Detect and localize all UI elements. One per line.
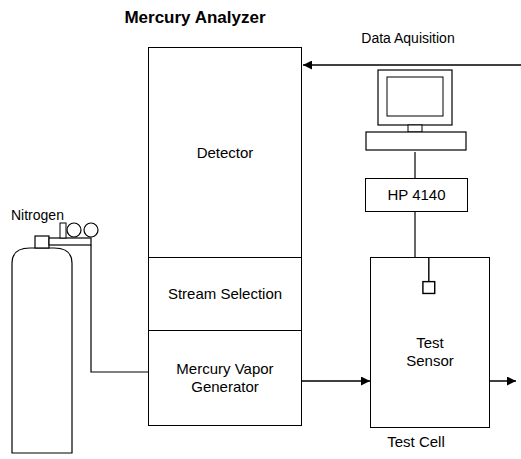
diagram-title: Mercury Analyzer <box>100 8 290 28</box>
detector-box: Detector <box>148 47 302 258</box>
gas-cylinder: Nitrogen <box>8 205 104 457</box>
sensor-lead <box>428 258 429 282</box>
node-label: Test Sensor <box>399 334 461 370</box>
test-cell-box: Test SensorTest Cell <box>370 257 490 428</box>
node-label: Detector <box>197 144 254 162</box>
cylinder-valve <box>35 236 49 248</box>
node-label: Mercury Vapor Generator <box>153 360 297 396</box>
instrument-box: HP 4140 <box>365 178 468 212</box>
sensor-chip <box>423 282 435 294</box>
connector <box>104 371 148 372</box>
computer: Data Aquisition <box>338 28 478 152</box>
input-arrow <box>303 64 521 66</box>
connector <box>302 380 370 382</box>
cylinder-drawing <box>8 205 104 457</box>
monitor-stand <box>408 125 422 132</box>
computer-case <box>366 132 466 150</box>
computer-icon <box>338 28 478 152</box>
regulator-body <box>49 238 91 245</box>
vapor-generator-box: Mercury Vapor Generator <box>148 330 302 426</box>
node-label: HP 4140 <box>387 186 445 204</box>
node-label: Stream Selection <box>168 285 282 303</box>
connector <box>414 152 415 178</box>
gas-tube <box>91 245 104 372</box>
stream-selection-box: Stream Selection <box>148 257 302 331</box>
node-label: Nitrogen <box>11 207 64 224</box>
pressure-gauge <box>84 223 98 237</box>
monitor <box>378 70 452 125</box>
regulator-knob <box>60 223 66 238</box>
node-label: Test Cell <box>351 433 481 451</box>
cylinder-body <box>12 248 72 453</box>
screen <box>387 77 443 116</box>
pressure-gauge <box>67 223 81 237</box>
connector <box>414 212 415 257</box>
node-label: Data Aquisition <box>338 30 478 47</box>
